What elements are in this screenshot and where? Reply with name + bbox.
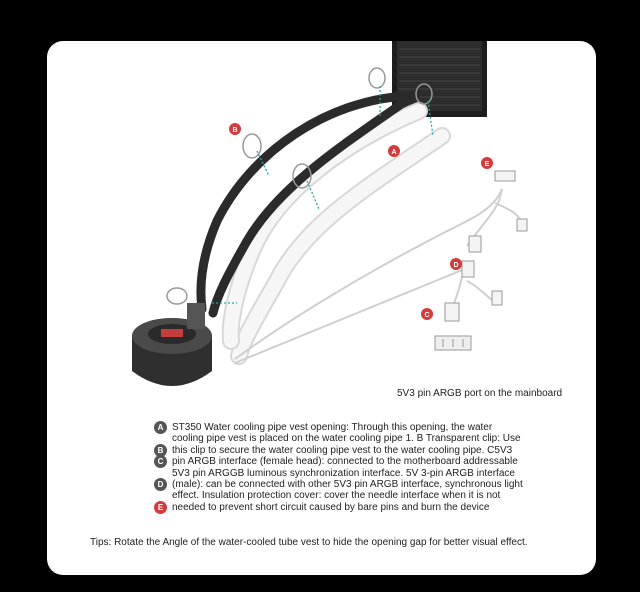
- legend-line: 5V3 pin ARGGB luminous synchronization i…: [154, 468, 574, 479]
- cooler-diagram: A B E D C: [132, 41, 528, 386]
- svg-text:D: D: [453, 262, 458, 269]
- legend-badge: E: [154, 500, 167, 514]
- badge-c: C: [421, 308, 433, 320]
- pump-head: [132, 303, 212, 386]
- legend-line: cooling pipe vest is placed on the water…: [154, 433, 574, 444]
- badge-b: B: [229, 123, 241, 135]
- direction-arrows: [212, 86, 434, 304]
- legend-text: needed to prevent short circuit caused b…: [172, 501, 490, 513]
- badge-e: E: [481, 157, 493, 169]
- legend-line: A ST350 Water cooling pipe vest opening:…: [154, 421, 574, 434]
- pipe-vests: [221, 102, 451, 365]
- svg-text:C: C: [424, 312, 429, 319]
- legend-text: this clip to secure the water cooling pi…: [172, 444, 513, 456]
- radiator: [392, 41, 487, 119]
- badge-a: A: [388, 145, 400, 157]
- legend-badge: B: [154, 443, 167, 457]
- svg-text:E: E: [485, 161, 490, 168]
- mainboard-port-caption: 5V3 pin ARGB port on the mainboard: [397, 388, 563, 399]
- diagram-card: A B E D C 5V3 pin ARGB port on the mainb…: [47, 41, 596, 575]
- legend-text: 5V3 pin ARGGB luminous synchronization i…: [172, 467, 515, 479]
- cooling-tubes: [196, 88, 422, 318]
- legend-text: pin ARGB interface (female head): connec…: [172, 456, 518, 468]
- badge-d: D: [450, 258, 462, 270]
- legend-line: E needed to prevent short circuit caused…: [154, 500, 574, 514]
- legend-badge: A: [154, 421, 167, 434]
- legend-block: A ST350 Water cooling pipe vest opening:…: [154, 421, 574, 514]
- legend-line: B this clip to secure the water cooling …: [154, 443, 574, 457]
- legend-line: C pin ARGB interface (female head): conn…: [154, 455, 574, 469]
- legend-text: effect. Insulation protection cover: cov…: [172, 490, 501, 502]
- transparent-clips: [166, 67, 433, 305]
- legend-line: D (male): can be connected with other 5V…: [154, 478, 574, 492]
- legend-line: effect. Insulation protection cover: cov…: [154, 490, 574, 501]
- legend-text: (male): can be connected with other 5V3 …: [172, 479, 523, 491]
- tips-text: Tips: Rotate the Angle of the water-cool…: [90, 537, 528, 548]
- svg-text:B: B: [232, 127, 237, 134]
- legend-text: ST350 Water cooling pipe vest opening: T…: [172, 422, 493, 433]
- svg-text:A: A: [391, 149, 396, 156]
- legend-badge: C: [154, 455, 167, 469]
- legend-badge: D: [154, 478, 167, 492]
- legend-text: cooling pipe vest is placed on the water…: [172, 433, 521, 445]
- connectors: [434, 170, 528, 351]
